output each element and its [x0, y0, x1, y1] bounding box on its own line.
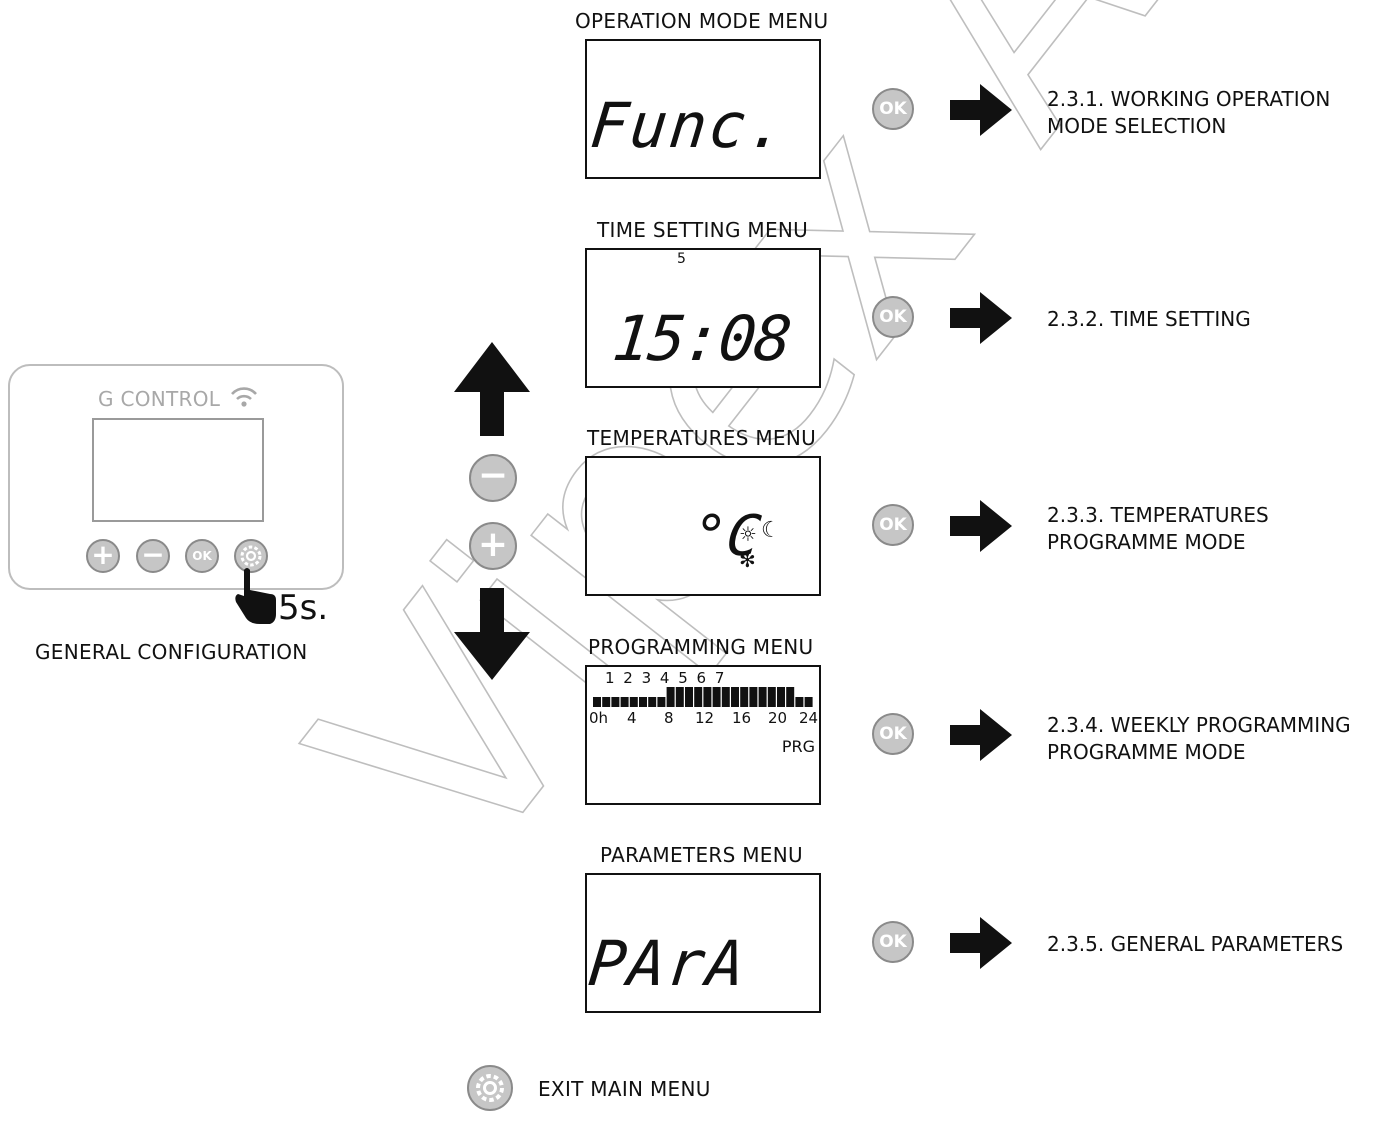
ref-line: 2.3.1. WORKING OPERATION: [1047, 87, 1331, 111]
ref-line: PROGRAMME MODE: [1047, 740, 1246, 764]
ref-line: 2.3.2. TIME SETTING: [1047, 307, 1251, 331]
ok-button-temperatures[interactable]: OK: [872, 504, 914, 546]
program-bar: [731, 687, 739, 707]
axis-tick: 20: [768, 709, 788, 727]
display-text: PArA: [585, 927, 751, 1000]
hold-time-label: 5s.: [278, 588, 329, 628]
axis-tick: 12: [695, 709, 715, 727]
day-indicator: 5: [677, 251, 686, 267]
program-bar: [749, 687, 758, 707]
arrow-right-icon: [950, 84, 1012, 136]
screen-temperatures: °C ☼ ☾ ✻: [585, 456, 821, 596]
axis-tick: 8: [664, 709, 674, 727]
ref-parameters: 2.3.5. GENERAL PARAMETERS: [1047, 931, 1343, 958]
arrow-up-icon: [454, 342, 530, 436]
thermostat-device: G CONTROL + − OK: [8, 364, 344, 590]
program-bar: [639, 697, 647, 707]
program-bar: [602, 697, 611, 707]
general-configuration-caption: GENERAL CONFIGURATION: [35, 640, 308, 664]
program-bar: [666, 687, 675, 707]
hand-pointer-icon: [235, 568, 276, 624]
screen-operation-mode: Func.: [585, 39, 821, 179]
program-bar: [648, 697, 657, 707]
program-bar: [712, 687, 721, 707]
arrow-down-icon: [454, 588, 530, 680]
ref-time: 2.3.2. TIME SETTING: [1047, 306, 1251, 333]
device-brand: G CONTROL: [98, 384, 259, 411]
ref-line: 2.3.4. WEEKLY PROGRAMMING: [1047, 713, 1351, 737]
ref-temperatures: 2.3.3. TEMPERATURES PROGRAMME MODE: [1047, 502, 1269, 556]
arrow-right-icon: [950, 500, 1012, 552]
program-bar: [611, 697, 620, 707]
program-bar: [767, 687, 776, 707]
program-bar: [620, 697, 629, 707]
program-bar: [795, 697, 804, 707]
program-bar: [758, 687, 767, 707]
menu-title-operation: OPERATION MODE MENU: [575, 9, 829, 33]
program-bar: [675, 687, 684, 707]
wifi-icon: [230, 387, 257, 407]
ref-operation: 2.3.1. WORKING OPERATION MODE SELECTION: [1047, 86, 1330, 140]
device-screen: [92, 418, 264, 522]
arrow-right-icon: [950, 709, 1012, 761]
program-bar: [703, 687, 712, 707]
program-bars: [593, 687, 813, 707]
sun-icon: ☼: [739, 522, 757, 546]
ref-line: MODE SELECTION: [1047, 114, 1227, 138]
program-bar: [804, 697, 813, 707]
display-text: Func.: [587, 89, 792, 162]
plus-button-icon[interactable]: +: [469, 522, 517, 570]
axis-tick: 4: [627, 709, 637, 727]
display-text: 15:08: [609, 302, 794, 375]
device-plus-button[interactable]: +: [86, 539, 120, 573]
axis-tick: 24: [799, 709, 819, 727]
ok-button-time[interactable]: OK: [872, 296, 914, 338]
exit-settings-button[interactable]: [467, 1065, 513, 1111]
screen-time-setting: 5 15:08: [585, 248, 821, 388]
ok-button-parameters[interactable]: OK: [872, 921, 914, 963]
ref-line: 2.3.3. TEMPERATURES: [1047, 503, 1269, 527]
ref-programming: 2.3.4. WEEKLY PROGRAMMING PROGRAMME MODE: [1047, 712, 1351, 766]
screen-programming: 1 2 3 4 5 6 7 0h 4 8 12 16 20 24 PRG: [585, 665, 821, 805]
program-bar: [657, 697, 666, 707]
ref-line: 2.3.5. GENERAL PARAMETERS: [1047, 932, 1344, 956]
moon-icon: ☾: [761, 518, 781, 543]
gear-icon: [240, 545, 262, 567]
ok-button-operation[interactable]: OK: [872, 88, 914, 130]
ok-button-programming[interactable]: OK: [872, 713, 914, 755]
axis-tick: 0h: [589, 709, 609, 727]
menu-title-time: TIME SETTING MENU: [597, 218, 809, 242]
program-bar: [685, 687, 693, 707]
menu-title-parameters: PARAMETERS MENU: [600, 843, 803, 867]
menu-title-temperatures: TEMPERATURES MENU: [587, 426, 817, 450]
device-minus-button[interactable]: −: [136, 539, 170, 573]
prg-label: PRG: [781, 737, 815, 756]
arrow-right-icon: [950, 292, 1012, 344]
gear-icon: [476, 1074, 504, 1102]
program-bar: [629, 697, 638, 707]
arrow-right-icon: [950, 917, 1012, 969]
menu-title-programming: PROGRAMMING MENU: [588, 635, 814, 659]
program-bar: [740, 687, 749, 707]
program-days: 1 2 3 4 5 6 7: [605, 669, 727, 687]
program-bar: [694, 687, 703, 707]
device-settings-button[interactable]: [234, 539, 268, 573]
snowflake-icon: ✻: [739, 548, 756, 572]
minus-button-icon[interactable]: −: [469, 454, 517, 502]
ref-line: PROGRAMME MODE: [1047, 530, 1246, 554]
axis-tick: 16: [732, 709, 752, 727]
program-bar: [786, 687, 795, 707]
device-ok-button[interactable]: OK: [185, 539, 219, 573]
exit-label: EXIT MAIN MENU: [538, 1077, 711, 1101]
screen-parameters: PArA: [585, 873, 821, 1013]
program-bar: [593, 697, 601, 707]
program-bar: [777, 687, 785, 707]
program-bar: [721, 687, 730, 707]
